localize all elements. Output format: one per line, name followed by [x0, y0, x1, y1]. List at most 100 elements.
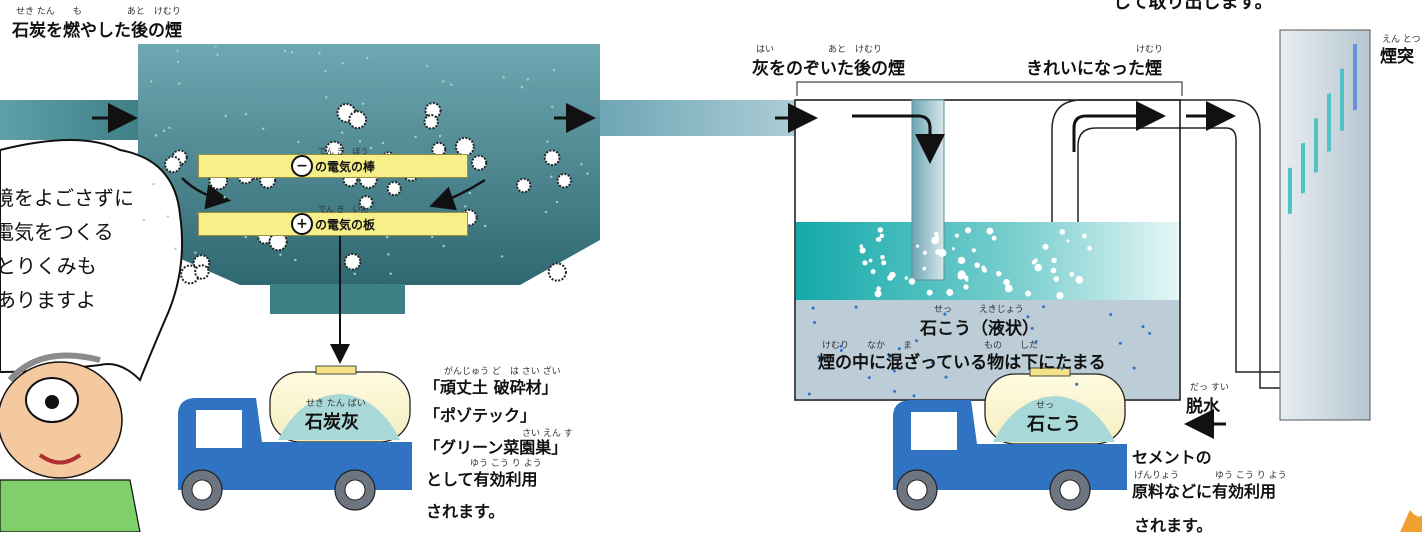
dust-dot — [244, 235, 247, 239]
sediment-dot — [817, 355, 821, 359]
dust-dot — [214, 46, 217, 48]
bubble-dot — [1087, 245, 1092, 251]
soot-particle — [386, 181, 402, 197]
dust-dot — [244, 112, 248, 116]
sediment-dot — [915, 339, 919, 343]
bubble-dot — [870, 269, 876, 275]
bubble-dot — [963, 275, 969, 281]
sediment-dot — [1012, 357, 1016, 361]
bubble-line-1: 電気をつくる — [0, 220, 114, 244]
reuse-left-ruby-0: がんじゅう ど は さい ざい — [444, 367, 561, 377]
chimney-stripe — [1340, 68, 1344, 132]
negative-rod: − の電気の棒 — [198, 154, 468, 178]
dust-dot — [194, 251, 197, 254]
dust-dot — [340, 131, 344, 134]
dust-dot — [176, 60, 180, 63]
bubble-dot — [889, 271, 896, 279]
speech-bubble — [0, 139, 184, 382]
reuse-left-line-3: として有効利用 — [426, 470, 538, 489]
settle-ruby: けむり なか ま もの した — [822, 341, 1039, 351]
bubble-dot — [957, 272, 965, 280]
sediment-dot — [813, 320, 817, 324]
clean-smoke-pipe — [1051, 99, 1280, 389]
chimney-stripe — [1288, 167, 1292, 215]
reuse-left-ruby-2: さい えん す — [522, 429, 573, 439]
bubble-dot — [1025, 290, 1032, 297]
dust-dot — [520, 85, 524, 89]
plus-icon: + — [290, 213, 313, 235]
bubble-dot — [881, 260, 887, 266]
positive-plate-ruby: でん き いた — [318, 205, 369, 214]
bubble-dot — [874, 290, 882, 298]
dehydrate-label: 脱水 — [1186, 397, 1220, 417]
soot-particle — [431, 141, 447, 157]
bubble-dot — [1050, 267, 1057, 274]
dust-dot — [544, 210, 548, 214]
bubble-dot — [1059, 229, 1066, 235]
bubble-dot — [862, 260, 868, 266]
dehydrate-ruby: だっ すい — [1190, 383, 1229, 393]
bubble-dot — [880, 254, 885, 260]
dust-dot — [294, 258, 297, 262]
dust-dot — [223, 196, 226, 199]
bubble-dot — [1066, 239, 1070, 243]
soot-particle — [194, 264, 210, 280]
precipitator-hopper — [270, 284, 405, 314]
bubble-dot — [1034, 263, 1043, 272]
absorber-liquid-top — [796, 222, 1179, 300]
dust-dot — [283, 49, 287, 53]
bubble-dot — [1004, 284, 1013, 293]
sediment-dot — [1042, 305, 1046, 309]
dust-dot — [162, 129, 165, 133]
dust-dot — [361, 102, 365, 105]
bubble-dot — [963, 284, 969, 290]
dust-dot — [484, 224, 487, 228]
bubble-dot — [1075, 275, 1084, 284]
dust-dot — [290, 51, 294, 54]
sediment-dot — [1132, 366, 1136, 370]
reuse-right-line-0: セメントの — [1132, 448, 1212, 467]
coal-ash-ruby: せき たん ばい — [306, 399, 366, 409]
dust-dot — [502, 76, 505, 79]
bubble-dot — [1042, 243, 1049, 250]
dust-dot — [442, 244, 445, 248]
top-clipped-caption: して取り出します。 — [1113, 0, 1273, 13]
bubble-dot — [1081, 233, 1087, 239]
dust-dot — [389, 272, 392, 275]
bubble-dot — [922, 266, 927, 271]
dust-dot — [430, 235, 434, 238]
dust-dot — [555, 200, 559, 204]
reuse-right-ruby-1: げんりょう ゆう こう り よう — [1134, 471, 1287, 481]
negative-rod-label: の電気の棒 — [314, 159, 375, 174]
soot-particle — [556, 172, 572, 189]
dust-dot — [552, 68, 556, 72]
bubble-dot — [876, 286, 882, 291]
bubble-dot — [922, 250, 928, 255]
sediment-dot — [854, 305, 858, 309]
sediment-dot — [1030, 326, 1034, 330]
bubble-dot — [934, 235, 940, 240]
bubble-dot — [964, 227, 972, 234]
coal-ash-label: 石炭灰 — [305, 412, 359, 433]
bubble-dot — [1053, 276, 1060, 282]
chimney-label: 煙突 — [1380, 47, 1414, 67]
smoke-after-coal-ruby: せき たん も あと けむり — [16, 7, 181, 17]
dust-dot — [387, 253, 390, 256]
sediment-dot — [1148, 331, 1152, 335]
dust-dot — [262, 127, 265, 130]
bubble-dot — [859, 244, 864, 248]
bubble-dot — [859, 247, 866, 254]
bubble-dot — [877, 227, 884, 233]
bubble-dot — [951, 247, 955, 251]
reuse-left-line-2: 「グリーン菜園巣」 — [424, 438, 568, 457]
bubble-dot — [946, 288, 954, 296]
sediment-dot — [897, 347, 901, 351]
dust-dot — [177, 82, 181, 85]
clean-smoke-ruby: けむり — [1136, 45, 1164, 55]
soot-particle — [423, 114, 439, 130]
bubble-dot — [1033, 258, 1038, 263]
soot-particle — [455, 136, 475, 157]
settle-label: 煙の中に混ざっている物は下にたまる — [818, 353, 1106, 373]
bubble-dot — [954, 233, 959, 238]
